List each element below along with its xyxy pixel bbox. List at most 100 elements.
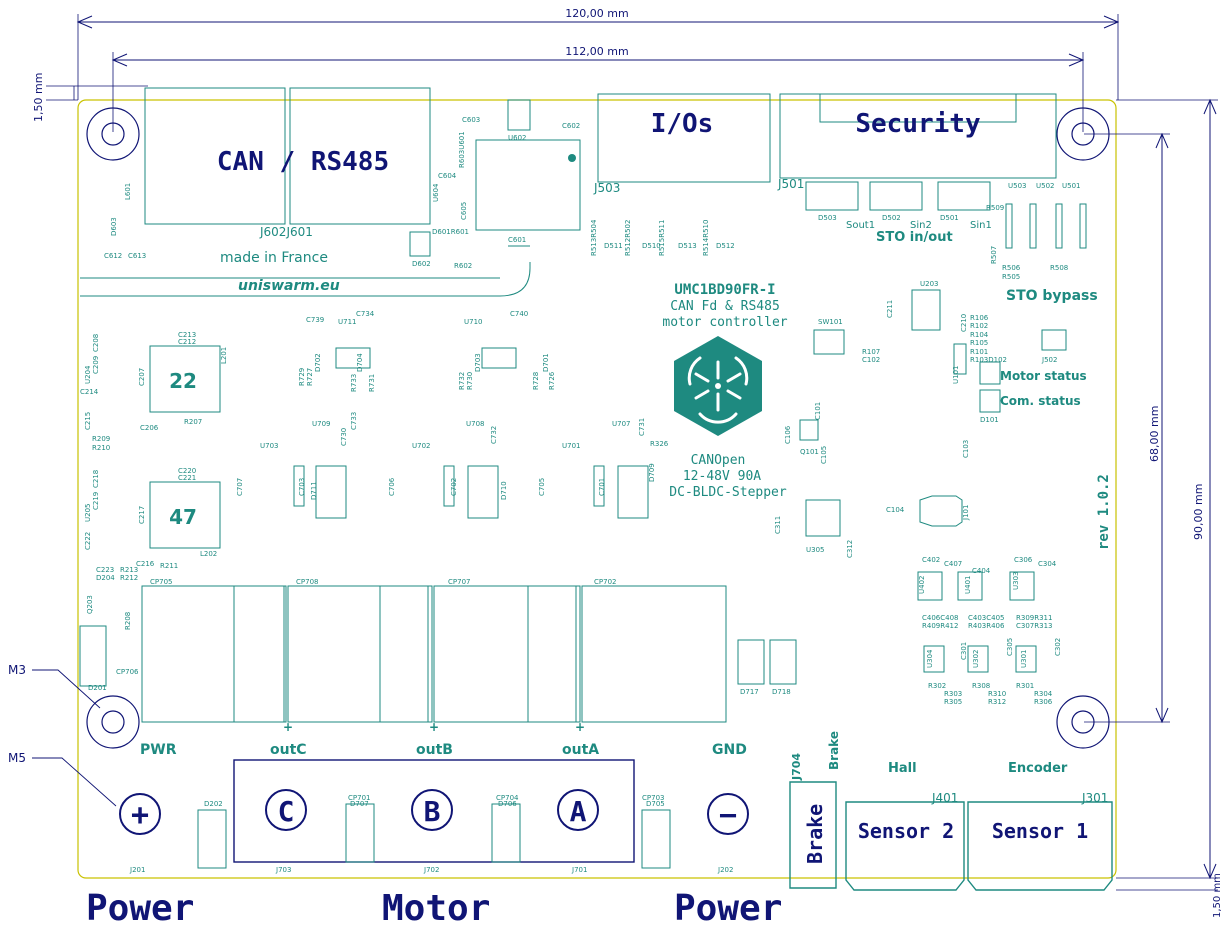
ref-r303: R303 <box>944 690 962 698</box>
dim-width-total: 120,00 mm <box>565 7 628 20</box>
j501-label: J501 <box>777 177 804 191</box>
ref-r105: R105 <box>970 339 988 347</box>
dim-margin-top: 1,50 mm <box>32 73 45 122</box>
ref-d512: D512 <box>716 242 735 250</box>
ref-r308: R308 <box>972 682 990 690</box>
ref-c730: C730 <box>340 428 348 446</box>
ref-c302: C302 <box>1054 638 1062 656</box>
outb-label: outB <box>416 742 453 758</box>
mounting-hole-top-left <box>86 107 140 161</box>
ref-c407: C407 <box>944 560 962 568</box>
ref-c214: C214 <box>80 388 99 396</box>
u601-area <box>409 99 581 257</box>
ref-r210: R210 <box>92 444 110 452</box>
dimension-height-total: 90,00 mm <box>1116 98 1218 880</box>
ref-d602: D602 <box>412 260 431 268</box>
ref-u402: U402 <box>918 576 926 594</box>
sensor1-connector: Sensor 1 J301 <box>967 791 1113 891</box>
ref-c732: C732 <box>490 426 498 444</box>
ref-c705: C705 <box>538 478 546 496</box>
website-label: uniswarm.eu <box>238 278 340 294</box>
ref-d201: D201 <box>88 684 107 692</box>
ref-r207: R207 <box>184 418 202 426</box>
ref-c223: C223 <box>96 566 114 574</box>
ref-c304: C304 <box>1038 560 1057 568</box>
ref-r104: R104 <box>970 331 989 339</box>
dimension-hole-pitch-y: 68,00 mm <box>1084 132 1170 724</box>
ref-u709: U709 <box>312 420 330 428</box>
ref-r508: R508 <box>1050 264 1068 272</box>
cp702-label: CP702 <box>594 578 616 586</box>
inductor-l201: 22 <box>149 345 221 413</box>
ref-u502: U502 <box>1036 182 1054 190</box>
ref-r602: R602 <box>454 262 472 270</box>
inductor-47-label: 47 <box>169 505 197 529</box>
driver-stages <box>293 347 649 519</box>
ref-u203: U203 <box>920 280 938 288</box>
product-protocol: CANOpen <box>691 453 746 468</box>
m3-label: M3 <box>8 663 26 677</box>
sensor2-connector: Sensor 2 J401 <box>845 791 965 891</box>
ref-r312: R312 <box>988 698 1006 706</box>
ref-d204: D204 <box>96 574 115 582</box>
ref-c305: C305 <box>1006 638 1014 656</box>
ref-c301: C301 <box>960 642 968 660</box>
ref-u301: U301 <box>1020 650 1028 668</box>
m3-callout: M3 <box>8 663 101 709</box>
ref-d711: D711 <box>310 481 318 500</box>
ref-d101: D101 <box>980 416 999 424</box>
ref-r727: R727 <box>306 368 314 386</box>
ref-r212: R212 <box>120 574 138 582</box>
c-symbol: C <box>278 795 295 828</box>
uniswarm-logo <box>674 336 762 436</box>
ref-j101: J101 <box>962 505 970 521</box>
dim-height-total: 90,00 mm <box>1192 484 1205 540</box>
motor-status-label: Motor status <box>1000 369 1087 383</box>
ref-r304: R304 <box>1034 690 1053 698</box>
ref-d502: D502 <box>882 214 901 222</box>
terminal-power-plus: + <box>119 793 161 835</box>
encoder-label: Encoder <box>1008 761 1068 776</box>
terminal-diodes <box>197 803 671 869</box>
ref-u707: U707 <box>612 420 630 428</box>
ref-q203: Q203 <box>86 595 94 614</box>
hall-label: Hall <box>888 761 917 776</box>
ref-r731: R731 <box>368 374 376 392</box>
ref-u503: U503 <box>1008 182 1026 190</box>
ref-d707: D707 <box>350 800 369 808</box>
ref-d501: D501 <box>940 214 959 222</box>
security-label: Security <box>855 109 980 139</box>
made-in-label: made in France <box>220 250 328 266</box>
ref-r302: R302 <box>928 682 946 690</box>
ref-c103: C103 <box>962 440 970 458</box>
ref-c101: C101 <box>814 402 822 420</box>
ref-d718: D718 <box>772 688 791 696</box>
ref-r310: R310 <box>988 690 1006 698</box>
ref-d706: D706 <box>498 800 517 808</box>
ref-d701: D701 <box>542 353 550 372</box>
j701-label: J701 <box>571 866 587 874</box>
board-outline <box>77 99 1117 879</box>
ref-u703: U703 <box>260 442 278 450</box>
ref-c217: C217 <box>138 506 146 524</box>
ref-u711: U711 <box>338 318 356 326</box>
bottom-labels: Power Motor Power <box>86 888 782 928</box>
ref-r512r502: R512R502 <box>624 220 632 256</box>
ref-u305: U305 <box>806 546 824 554</box>
ref-c731: C731 <box>638 418 646 436</box>
ref-r514r510: R514R510 <box>702 220 710 256</box>
ref-r729: R729 <box>298 368 306 386</box>
ref-r103d102: R103D102 <box>970 356 1007 364</box>
ref-c312: C312 <box>846 540 854 558</box>
j602j601-label: J602J601 <box>259 225 313 239</box>
cp708-label: CP708 <box>296 578 318 586</box>
ref-cp703: CP703 <box>642 794 664 802</box>
ref-c220: C220 <box>178 467 196 475</box>
ref-c104: C104 <box>886 506 905 514</box>
reference-designators: C603C602U602R603U601C604U604C605C601D601… <box>80 116 1080 808</box>
ref-r403r406: R403R406 <box>968 622 1005 630</box>
com-status-label: Com. status <box>1000 394 1081 408</box>
j202-label: J202 <box>717 866 733 874</box>
power-right-label: Power <box>674 888 782 928</box>
ref-c733: C733 <box>350 412 358 430</box>
